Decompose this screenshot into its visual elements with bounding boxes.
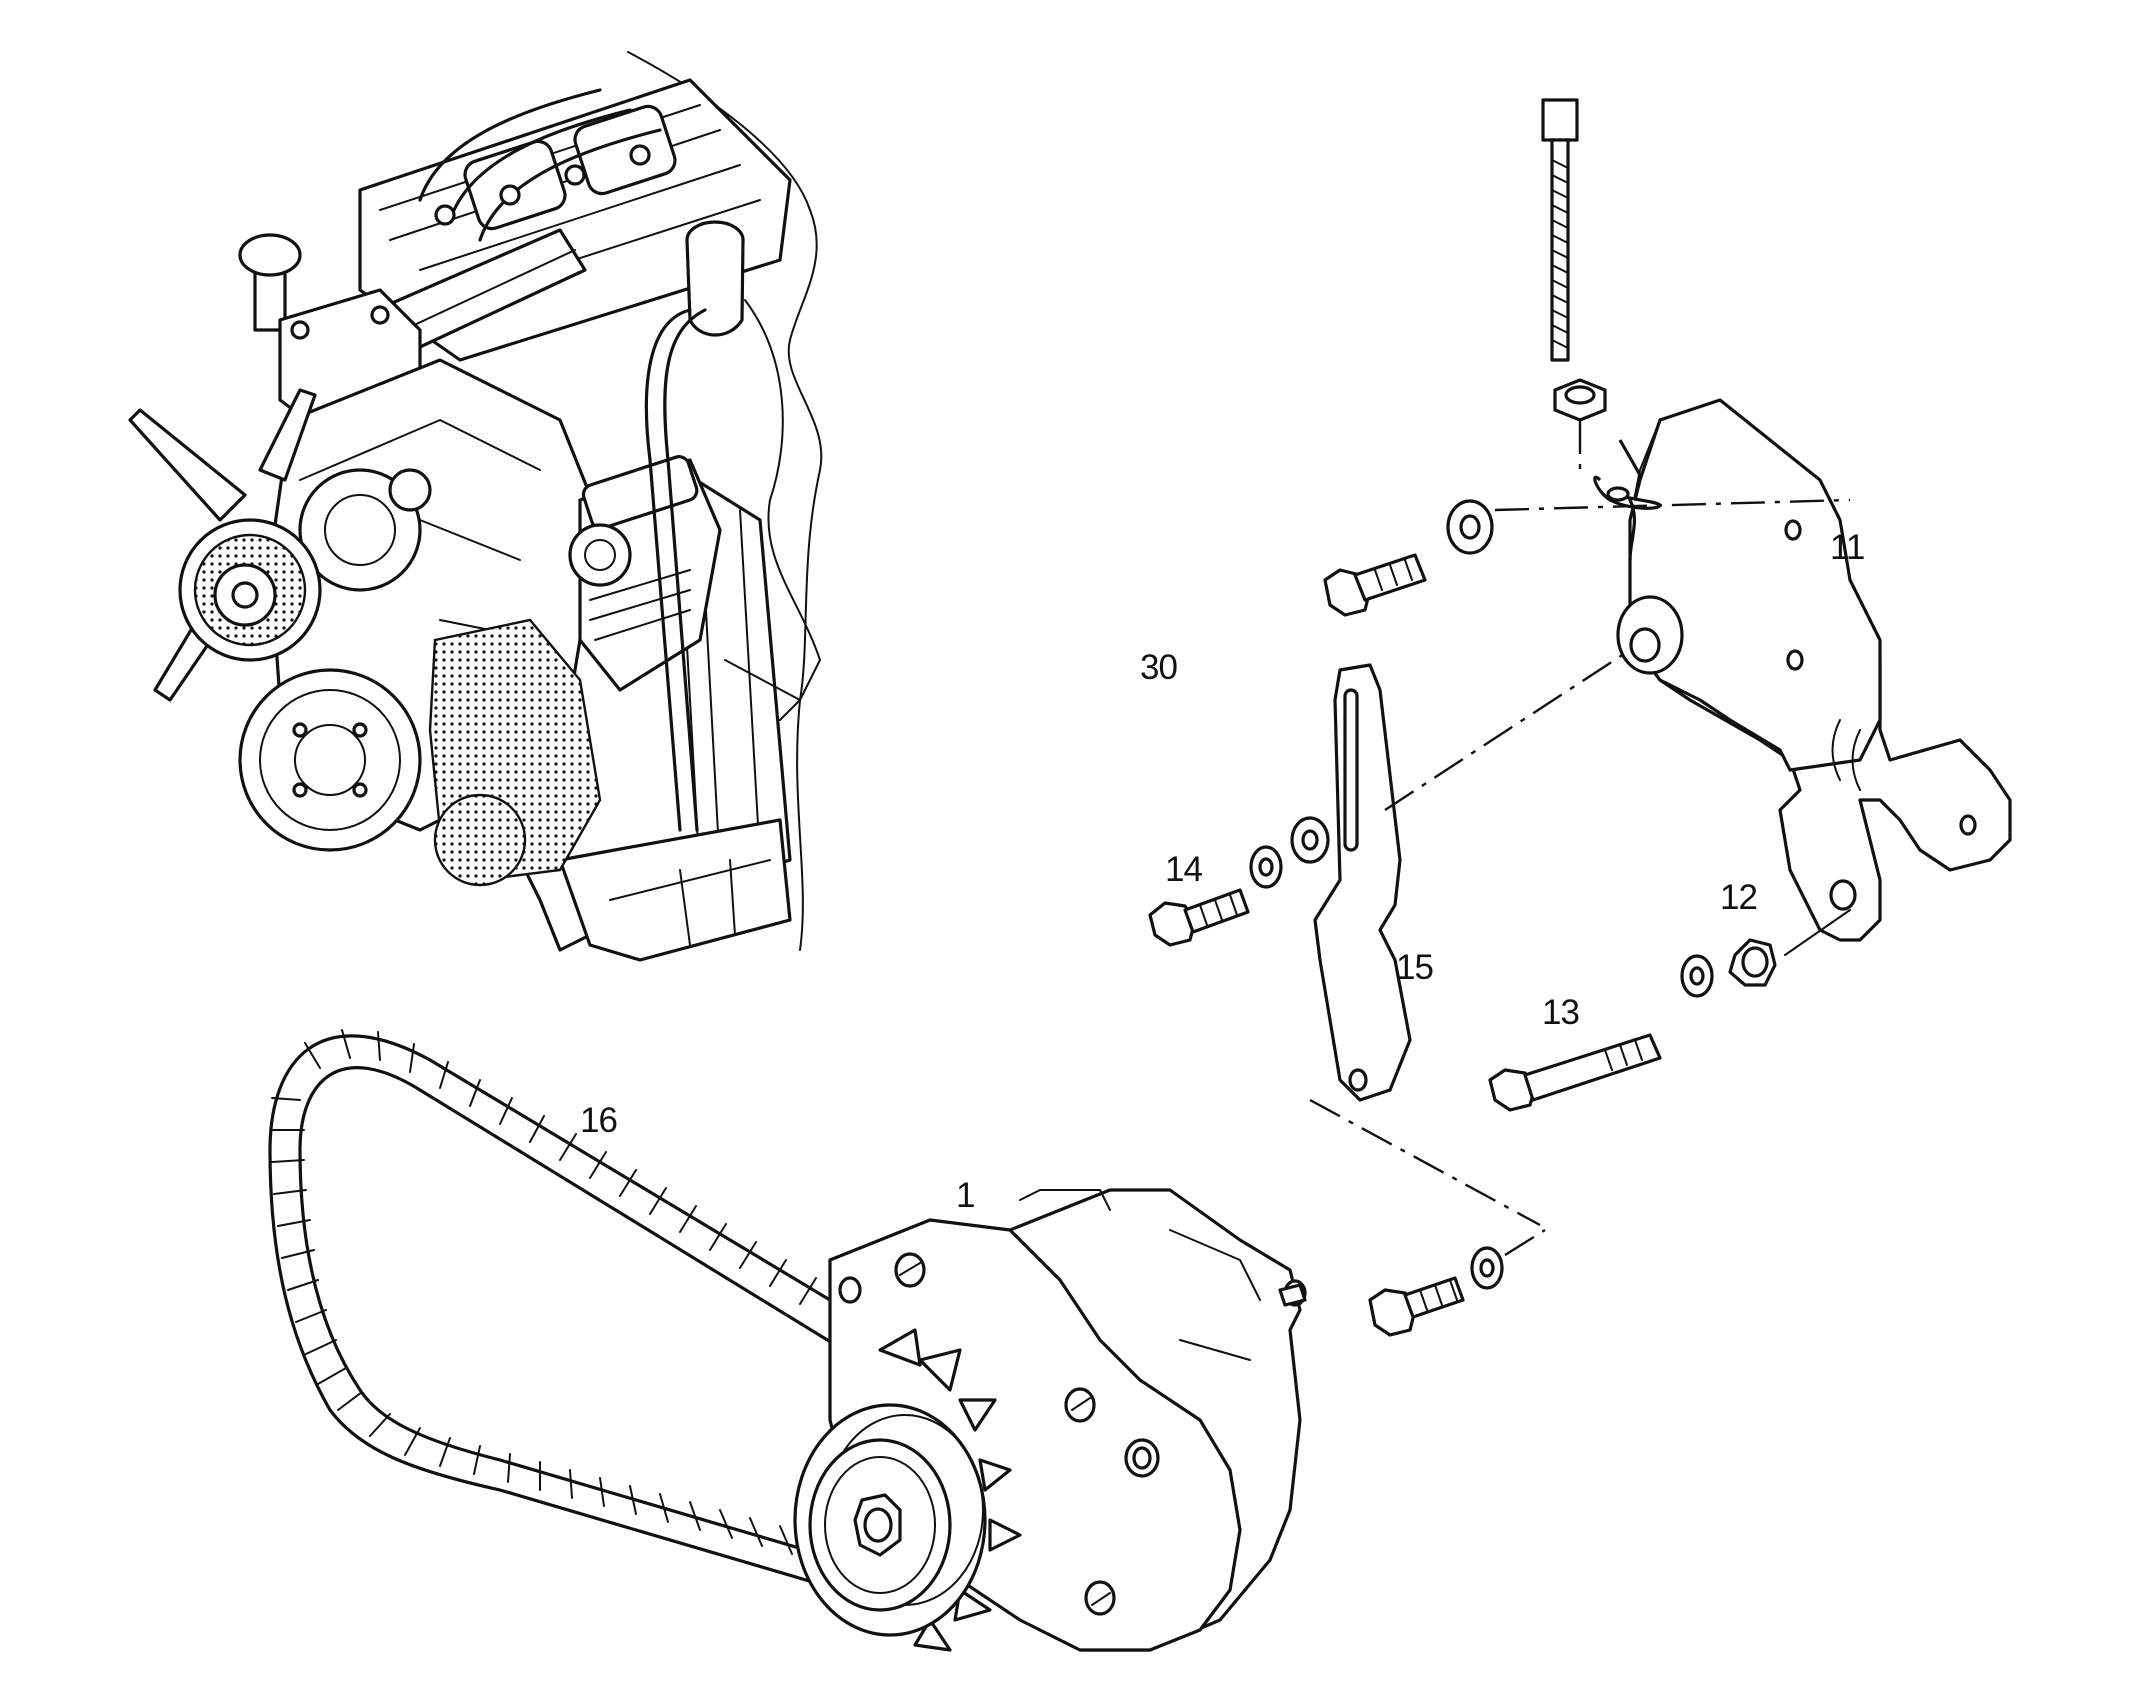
callout-30: 30 (1140, 648, 1178, 687)
adjusting-bolt (1541, 98, 1607, 470)
bolt-14 (1148, 816, 1330, 947)
callout-15: 15 (1396, 948, 1434, 987)
alternator (793, 1188, 1307, 1652)
callout-16: 16 (580, 1101, 618, 1140)
mounting-bracket (1593, 398, 2012, 942)
upper-bolt (1323, 498, 1851, 617)
callout-11: 11 (1830, 528, 1865, 567)
callout-1: 1 (956, 1176, 975, 1215)
callout-13: 13 (1542, 993, 1580, 1032)
lower-bolt (1368, 1228, 1546, 1337)
adjusting-strap (1309, 648, 1631, 1227)
bolt-13 (1488, 909, 1851, 1112)
engine-illustration (128, 51, 823, 962)
callout-12: 12 (1720, 878, 1758, 917)
callout-14: 14 (1165, 850, 1203, 889)
v-belt (268, 1029, 882, 1592)
